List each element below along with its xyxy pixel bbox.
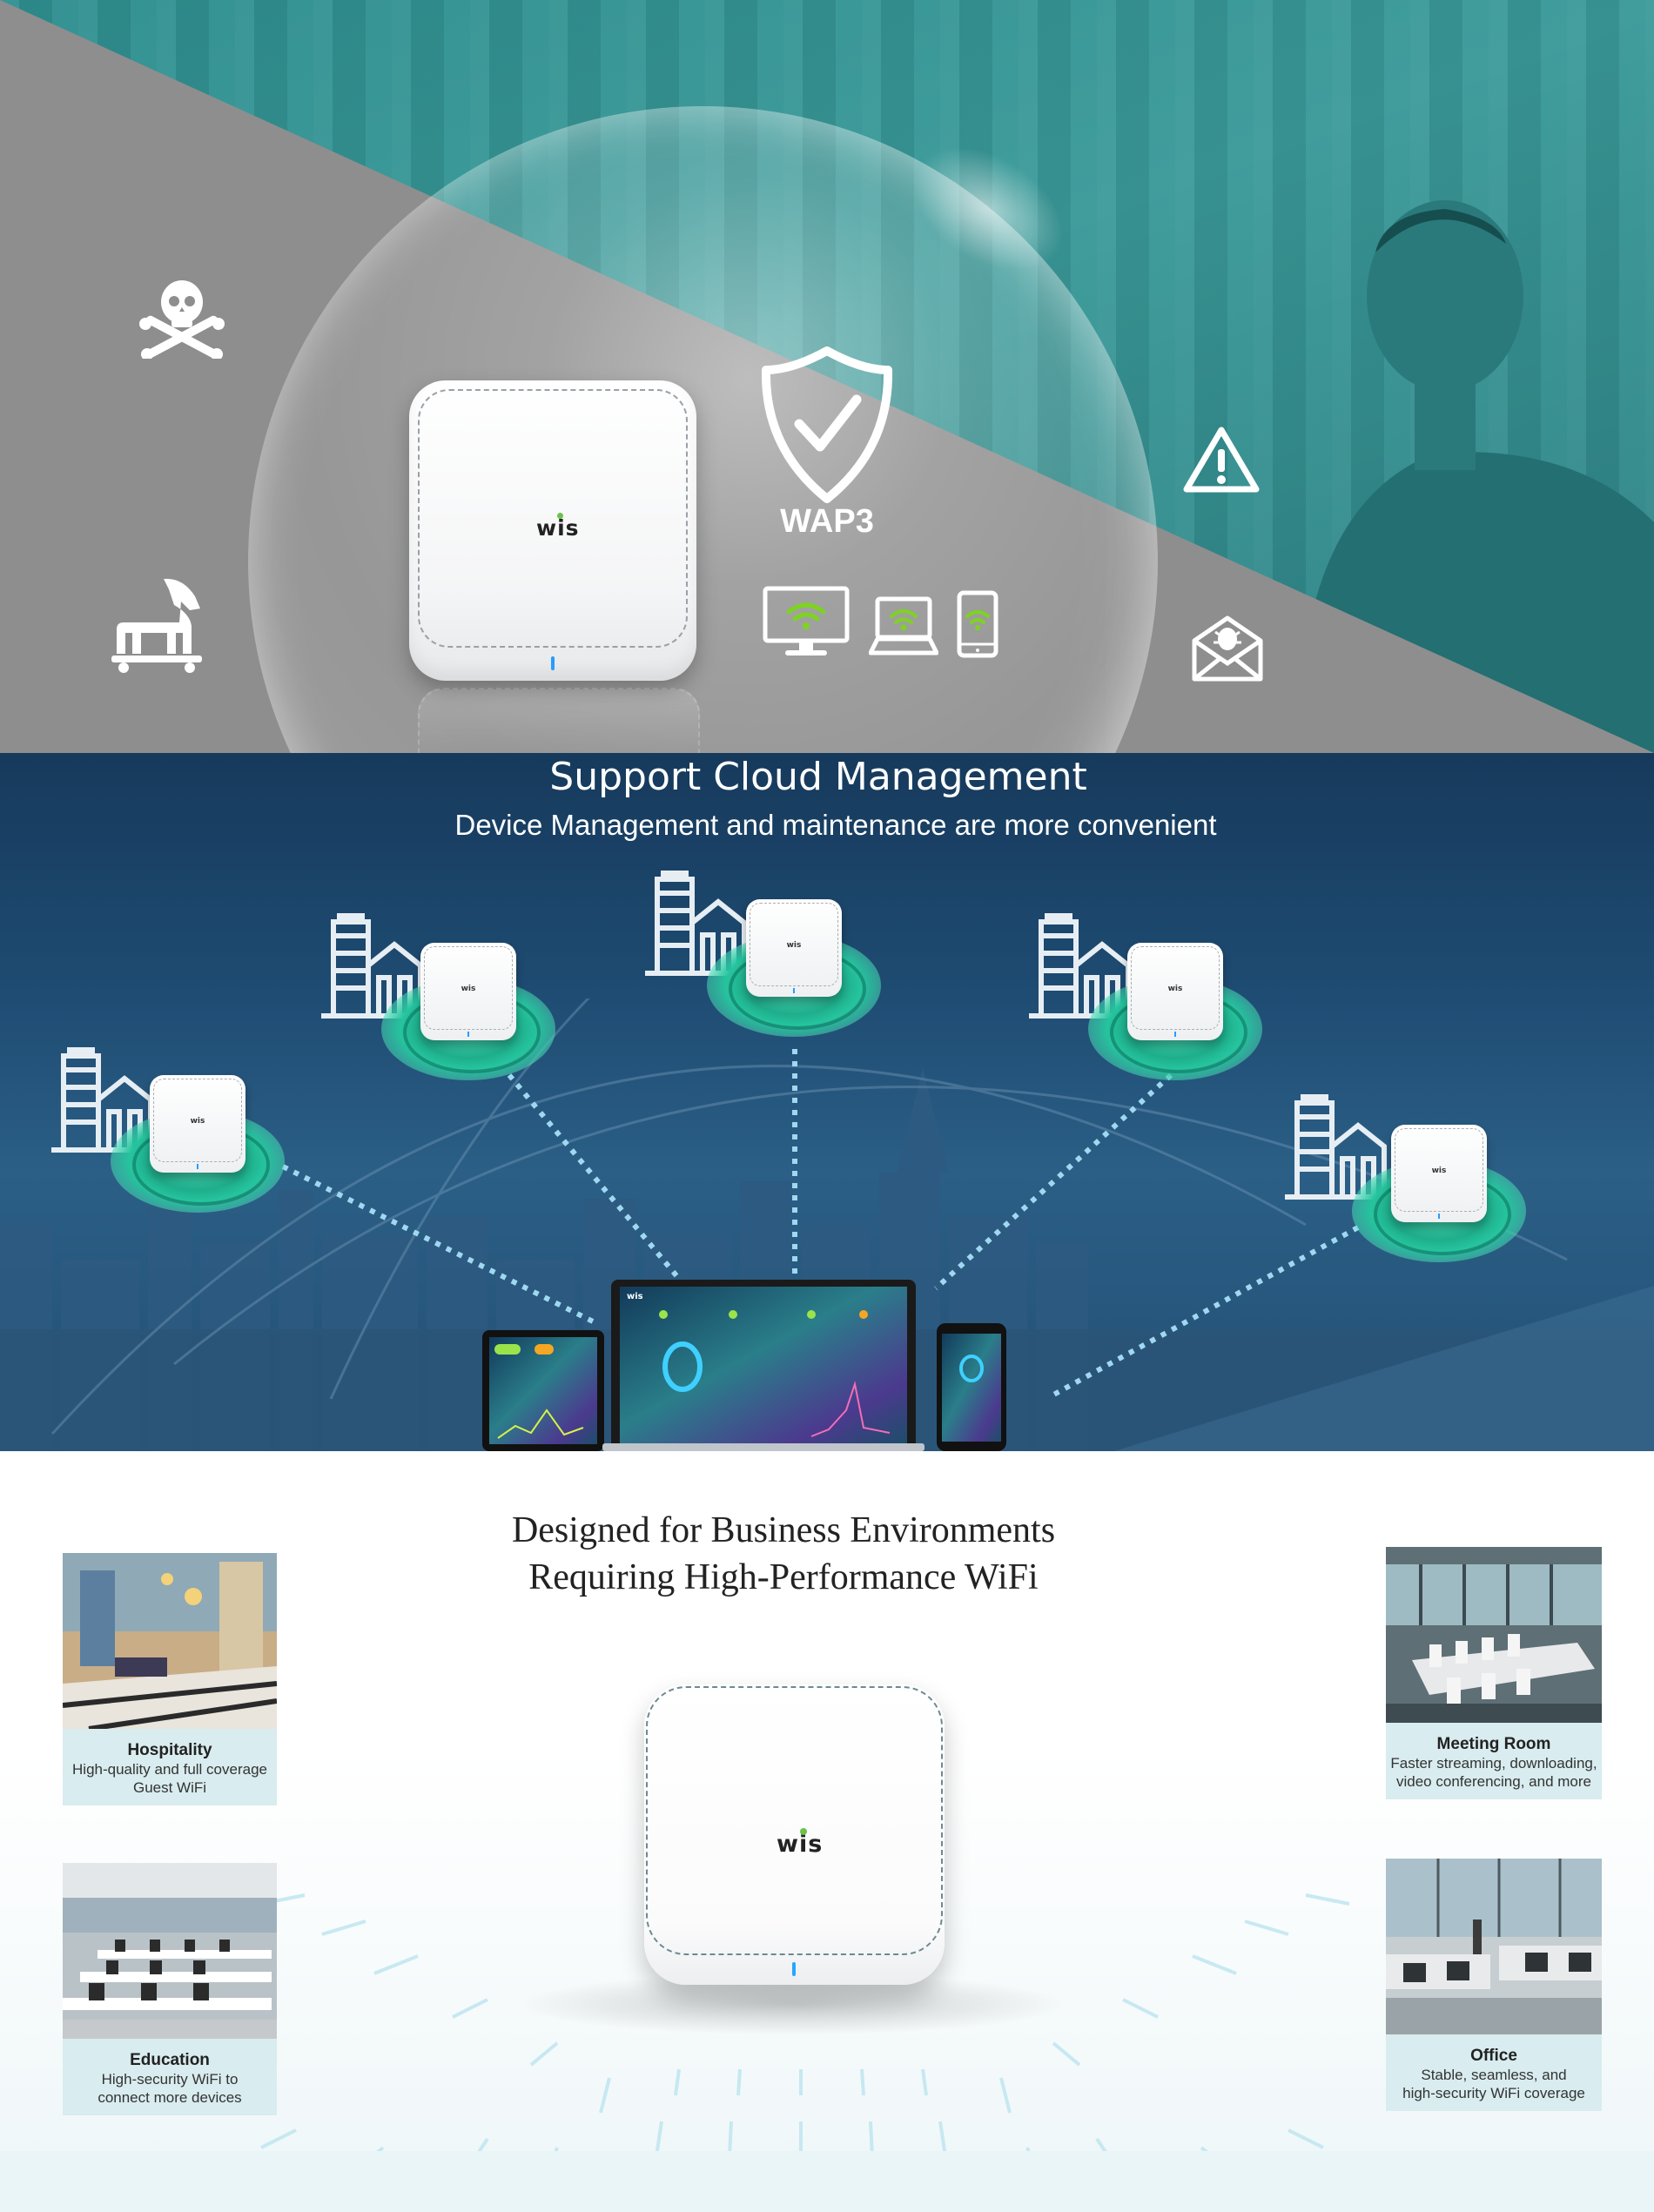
wifi-access-point: wis: [644, 1684, 945, 1985]
scenario-line-2: Guest WiFi: [132, 1779, 207, 1796]
desktop-monitor-wifi-icon: [763, 586, 850, 656]
scenario-title: Education: [130, 2051, 210, 2069]
skull-crossbones-icon: [139, 280, 225, 359]
logo-dot: [557, 513, 563, 519]
trojan-horse-icon: [111, 578, 202, 673]
access-point-node: wis: [1352, 1125, 1535, 1273]
wis-logo: wis: [461, 985, 476, 993]
scenario-line-1: Faster streaming, downloading,: [1390, 1755, 1597, 1772]
status-led: [551, 656, 555, 670]
access-point-node: wis: [111, 1075, 293, 1223]
wis-logo: wis: [1431, 1167, 1447, 1175]
scenario-title: Office: [1470, 2047, 1517, 2065]
business-headline: Designed for Business Environments Requi…: [435, 1507, 1132, 1601]
office-photo: [1386, 1859, 1602, 2034]
security-section: wis WAP3: [0, 0, 1654, 753]
cloud-management-section: Support Cloud Management Device Manageme…: [0, 753, 1654, 1451]
meeting-room-photo: [1386, 1547, 1602, 1723]
headline-line-2: Requiring High-Performance WiFi: [528, 1557, 1039, 1597]
wis-logo: wis: [190, 1117, 205, 1126]
management-dashboard-devices: wis: [482, 1280, 1006, 1451]
wifi-access-point: wis: [409, 380, 696, 681]
cloud-subtitle: Device Management and maintenance are mo…: [454, 809, 1217, 841]
business-environments-section: Designed for Business Environments Requi…: [0, 1451, 1654, 2212]
malware-envelope-icon: [1192, 615, 1263, 682]
scenario-line-2: high-security WiFi coverage: [1402, 2085, 1585, 2101]
scenario-line-1: Stable, seamless, and: [1421, 2067, 1567, 2083]
access-point-node: wis: [707, 899, 890, 1047]
headline-line-1: Designed for Business Environments: [511, 1510, 1056, 1550]
status-led: [792, 1962, 796, 1976]
access-point-node: wis: [381, 943, 564, 1091]
wis-logo: wis: [786, 941, 802, 950]
access-point-node: wis: [1088, 943, 1271, 1091]
dashboard-logo: wis: [627, 1292, 643, 1301]
hospitality-photo: [63, 1553, 277, 1729]
scenario-line-1: High-security WiFi to: [101, 2071, 239, 2088]
scenario-title: Hospitality: [127, 1741, 212, 1759]
wap3-label: WAP3: [780, 503, 874, 540]
scenario-line-1: High-quality and full coverage: [72, 1761, 267, 1778]
laptop-wifi-icon: [869, 596, 938, 656]
scenario-line-2: connect more devices: [97, 2089, 242, 2106]
wis-logo: wis: [1167, 985, 1183, 993]
perspective-floor-pattern: [0, 1893, 1654, 2212]
wis-logo: wis: [777, 1831, 824, 1858]
scenario-line-2: video conferencing, and more: [1396, 1773, 1591, 1790]
scenario-title: Meeting Room: [1436, 1735, 1551, 1753]
wis-logo: wis: [536, 515, 580, 541]
warning-triangle-icon: [1183, 427, 1260, 493]
network-links: [281, 1049, 1360, 1400]
access-point-reflection: [418, 688, 700, 753]
cloud-title: Support Cloud Management: [549, 755, 1087, 799]
shield-check-icon: [761, 346, 893, 503]
phone-wifi-icon: [957, 590, 998, 658]
education-photo: [63, 1863, 277, 2039]
logo-dot: [800, 1828, 807, 1835]
